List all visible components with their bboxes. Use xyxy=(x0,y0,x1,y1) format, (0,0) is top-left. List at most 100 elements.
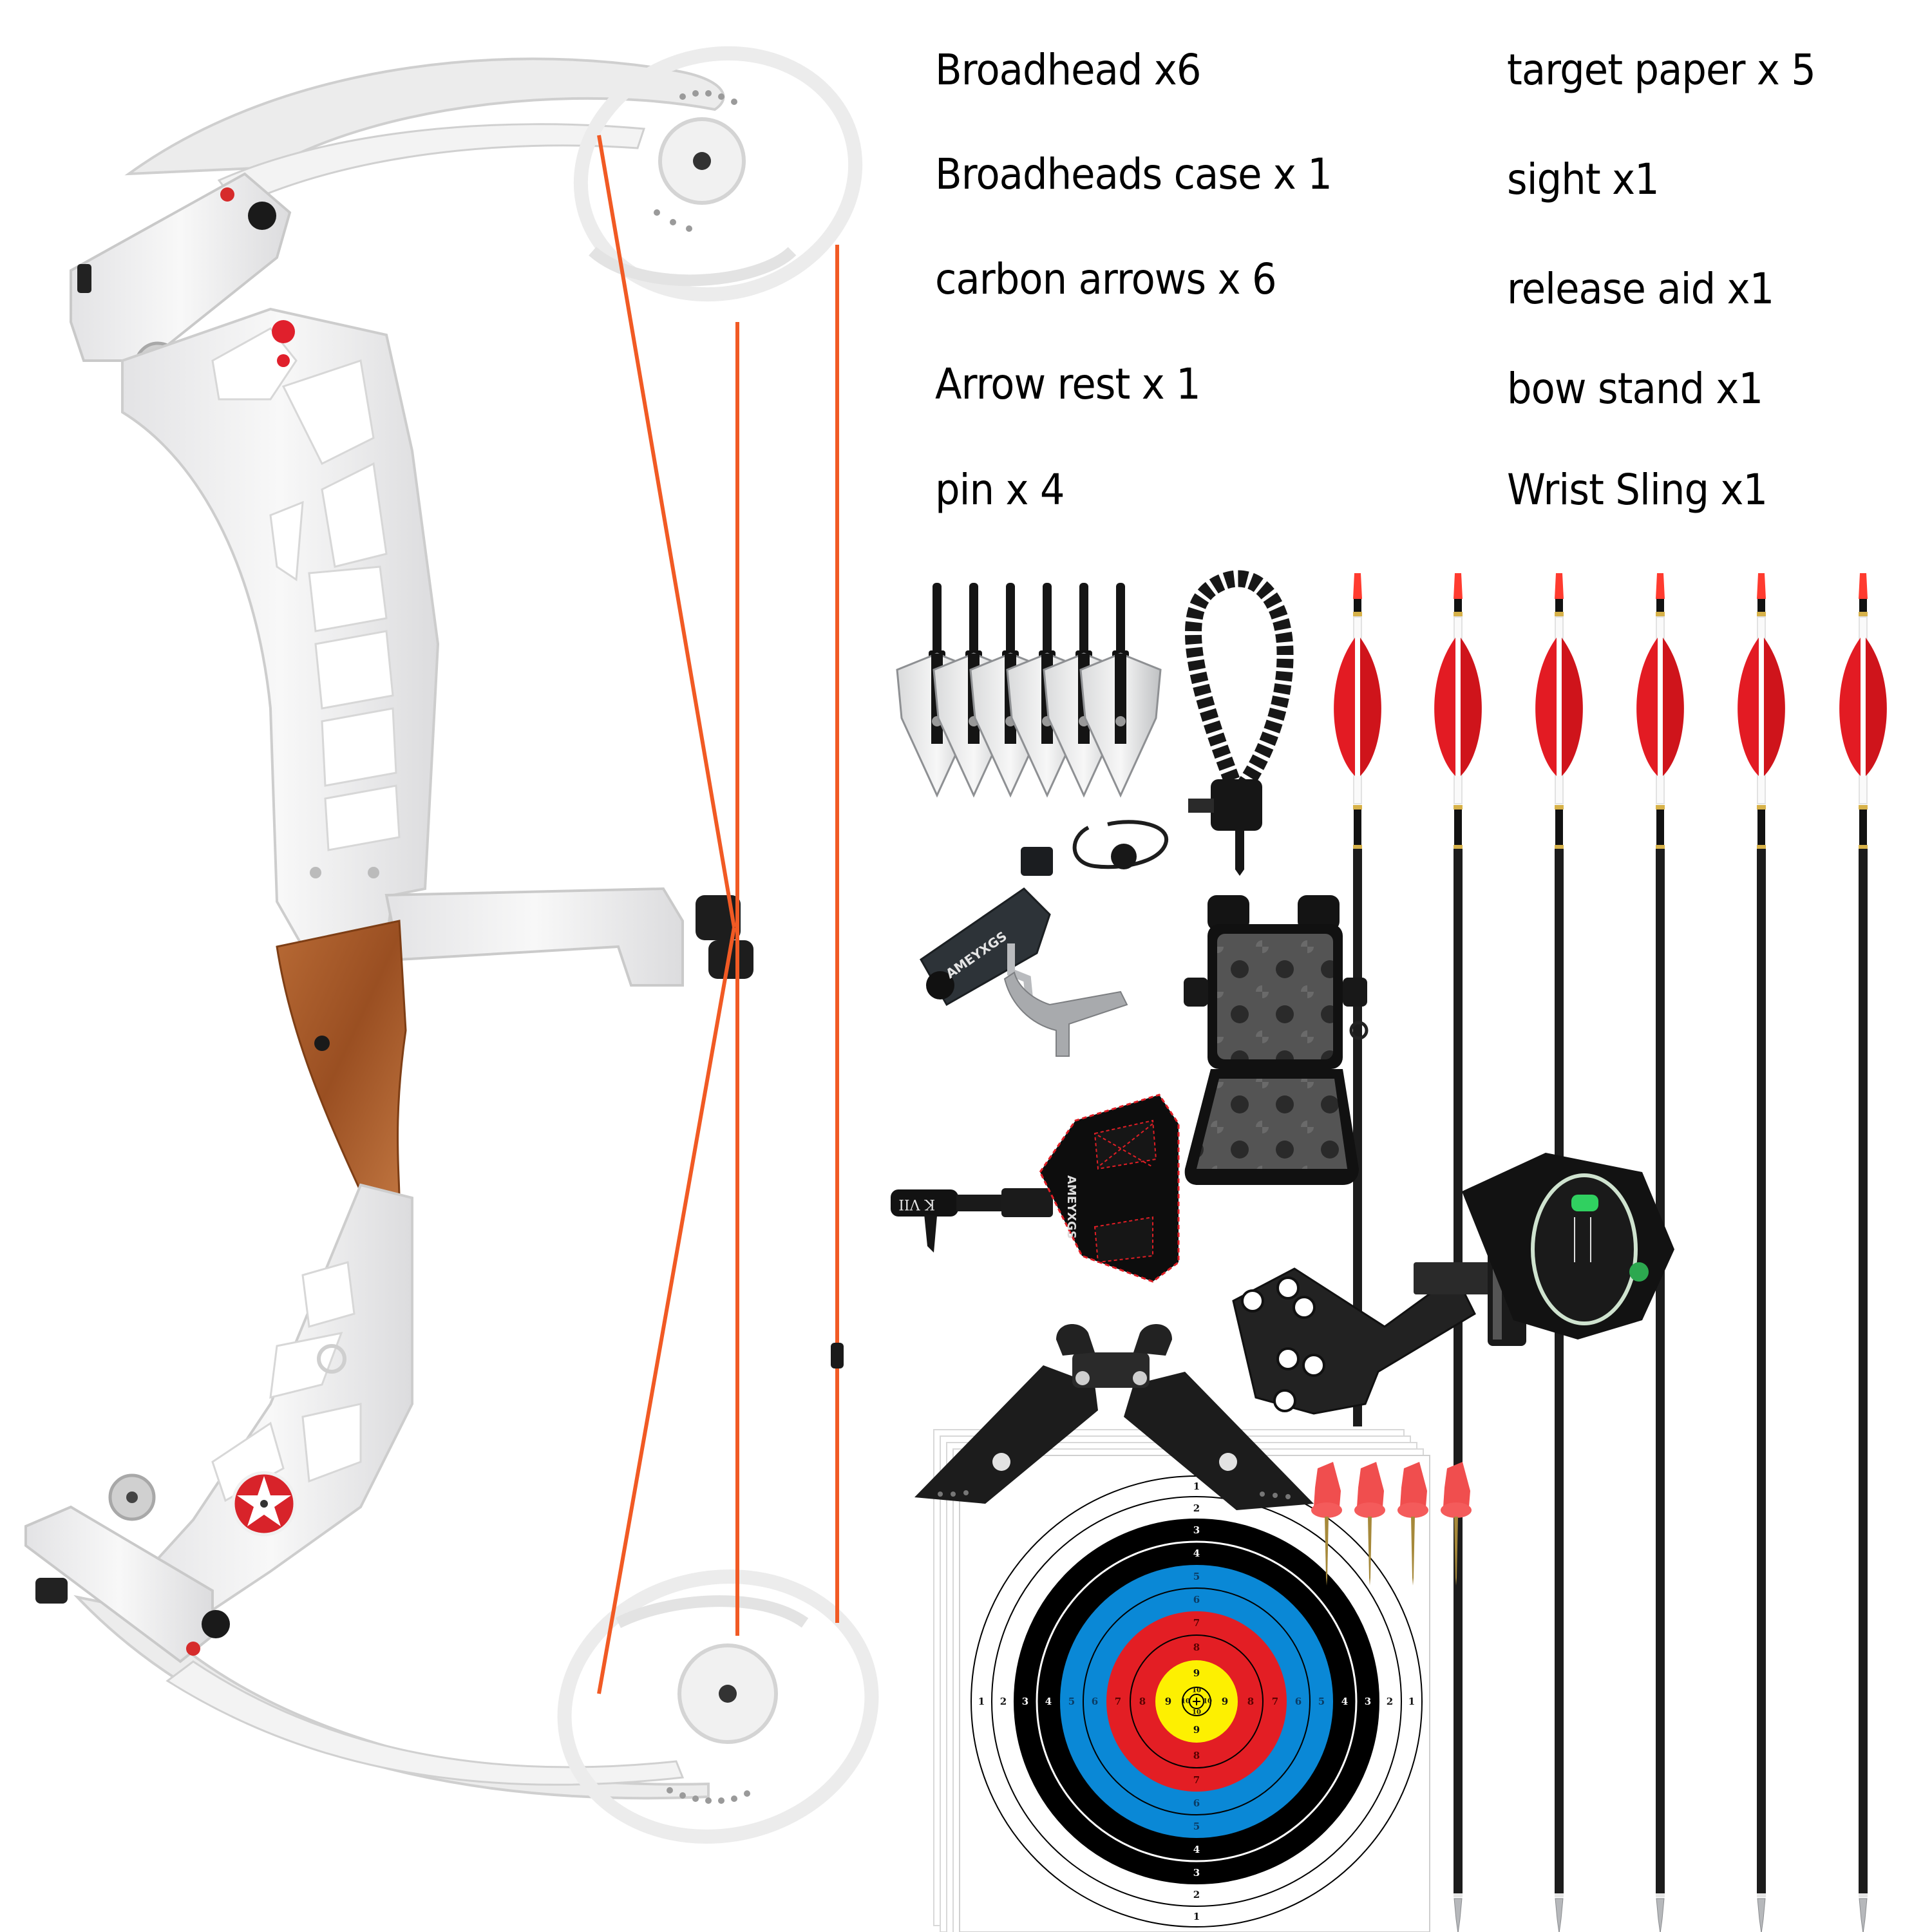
lower-limb-2 xyxy=(166,1660,685,1786)
arrow-nock xyxy=(1555,573,1564,599)
arrow-nock xyxy=(1656,573,1665,599)
item-bow-stand: bow stand x1 xyxy=(1507,364,1763,413)
arrow-vane xyxy=(1461,638,1482,776)
arrow-vane xyxy=(1663,638,1684,776)
target-score-label: 9 xyxy=(1193,1724,1200,1736)
arrow-nock xyxy=(1353,573,1362,599)
target-score-label: 3 xyxy=(1193,1524,1200,1536)
string-stopper xyxy=(831,1343,844,1368)
arrow-shaft xyxy=(1555,849,1564,1893)
arrow-vane xyxy=(1764,638,1785,776)
arrow-vane xyxy=(1866,638,1887,776)
target-pins xyxy=(1311,1462,1472,1586)
arrow-rest: AMEYXGS xyxy=(920,820,1169,1057)
arrow-nock xyxy=(1454,573,1463,599)
item-sight: sight x1 xyxy=(1507,155,1660,204)
target-score-label: 8 xyxy=(1193,1642,1200,1653)
upper-cam-holes xyxy=(654,90,737,232)
arrow-nock xyxy=(1859,573,1868,599)
limb-bolt-knob xyxy=(248,202,276,230)
target-score-label: 8 xyxy=(1193,1750,1200,1761)
target-score-label: 7 xyxy=(1115,1696,1121,1707)
item-broadhead: Broadhead x6 xyxy=(935,45,1202,95)
release-aid: K VII AMEYXGS xyxy=(891,1094,1180,1283)
target-score-label: 1 xyxy=(978,1696,985,1707)
arrow-vane xyxy=(1334,638,1355,776)
target-score-label: 9 xyxy=(1165,1696,1171,1707)
arrow-vane xyxy=(1434,638,1455,776)
arrow-point xyxy=(1859,1898,1868,1932)
target-score-label: 6 xyxy=(1193,1594,1200,1605)
carbon-arrow xyxy=(1434,573,1482,1932)
arrow-vane xyxy=(1535,638,1557,776)
broadheads-case xyxy=(1184,895,1368,1185)
arrow-shaft xyxy=(1454,849,1463,1893)
arrow-vane xyxy=(1636,638,1658,776)
item-pin: pin x 4 xyxy=(935,465,1065,515)
item-target-paper: target paper x 5 xyxy=(1507,45,1816,95)
target-score-label: 4 xyxy=(1193,1548,1200,1559)
arrow-vane xyxy=(1360,638,1381,776)
arrow-point xyxy=(1454,1898,1463,1932)
lower-cam xyxy=(557,1569,879,1844)
target-score-label: 10 xyxy=(1181,1698,1190,1705)
target-score-label: 7 xyxy=(1272,1696,1278,1707)
target-score-label: 5 xyxy=(1193,1821,1200,1832)
lower-limb-bolt-knob xyxy=(202,1610,230,1638)
target-score-label: 3 xyxy=(1365,1696,1371,1707)
lower-riser xyxy=(126,1183,413,1625)
compound-bow xyxy=(24,46,879,1844)
target-score-label: 4 xyxy=(1193,1844,1200,1855)
target-pin xyxy=(1354,1462,1385,1586)
target-score-label: 5 xyxy=(1193,1571,1200,1582)
target-score-label: 6 xyxy=(1092,1696,1098,1707)
target-score-label: 8 xyxy=(1247,1696,1254,1707)
target-score-label: 2 xyxy=(1000,1696,1007,1707)
target-score-label: 7 xyxy=(1193,1617,1200,1629)
target-score-label: 8 xyxy=(1139,1696,1146,1707)
item-wrist-sling: Wrist Sling x1 xyxy=(1507,465,1768,515)
upper-cam xyxy=(573,46,863,302)
riser xyxy=(121,307,440,949)
target-score-label: 6 xyxy=(1295,1696,1302,1707)
arrow-vane xyxy=(1562,638,1583,776)
carbon-arrow xyxy=(1535,573,1583,1932)
arrow-vane xyxy=(1839,638,1861,776)
red-cushion-button xyxy=(272,320,295,343)
arrow-shaft xyxy=(1859,849,1868,1893)
carbon-arrow xyxy=(1636,573,1684,1932)
target-pin xyxy=(1441,1462,1472,1586)
arrow-nock xyxy=(1757,573,1766,599)
carbon-arrows xyxy=(1334,573,1887,1932)
target-score-label: 10 xyxy=(1192,1687,1201,1694)
release-model-text: K VII xyxy=(898,1196,935,1212)
release-brand-text: AMEYXGS xyxy=(1065,1175,1078,1239)
target-score-label: 9 xyxy=(1222,1696,1228,1707)
carbon-arrow xyxy=(1839,573,1887,1932)
arrow-vane xyxy=(1738,638,1759,776)
upper-limb-pocket xyxy=(70,172,292,362)
item-release-aid: release aid x1 xyxy=(1507,264,1774,314)
target-score-label: 10 xyxy=(1192,1709,1201,1716)
upper-limb xyxy=(124,57,725,176)
target-score-label: 9 xyxy=(1193,1667,1200,1679)
target-score-label: 4 xyxy=(1045,1696,1052,1707)
target-score-label: 4 xyxy=(1341,1696,1348,1707)
broadheads-set xyxy=(896,583,1162,798)
item-arrow-rest: Arrow rest x 1 xyxy=(935,359,1201,409)
target-score-label: 2 xyxy=(1193,1889,1200,1900)
red-dot-icon xyxy=(220,187,234,202)
target-score-label: 1 xyxy=(1193,1911,1200,1922)
bow-sight xyxy=(1232,1153,1674,1415)
target-score-label: 10 xyxy=(1203,1698,1212,1705)
target-score-label: 3 xyxy=(1193,1867,1200,1879)
target-score-label: 3 xyxy=(1022,1696,1028,1707)
arrow-shelf xyxy=(384,887,684,987)
arrow-point xyxy=(1555,1898,1564,1932)
arrow-shaft xyxy=(1757,849,1766,1893)
target-score-label: 2 xyxy=(1193,1502,1200,1514)
target-score-label: 1 xyxy=(1408,1696,1415,1707)
wrist-sling xyxy=(1185,570,1294,876)
